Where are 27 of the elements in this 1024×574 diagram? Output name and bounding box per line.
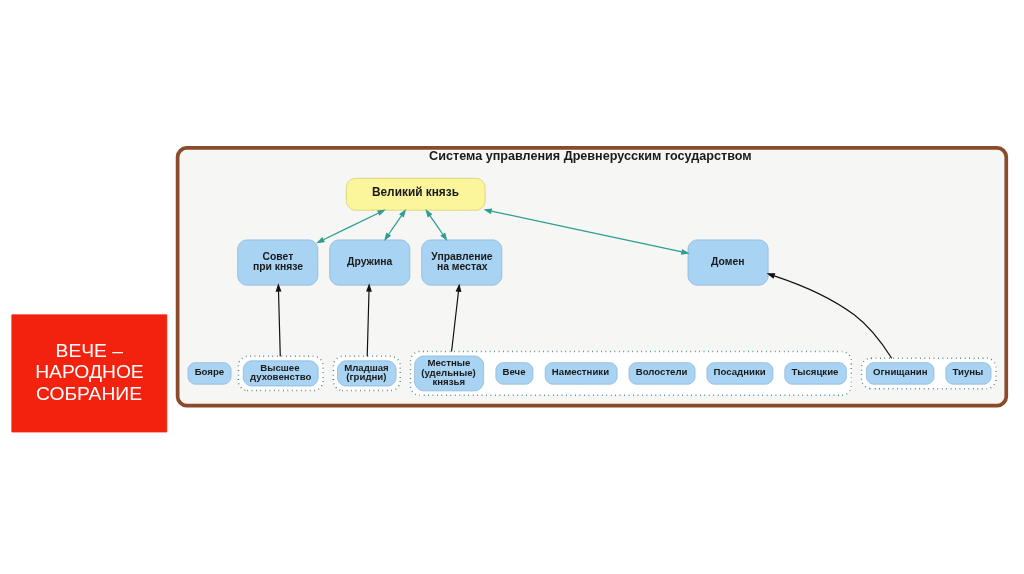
node-box: ВЕЧЕ – НАРОДНОЕ СОБРАНИЕ	[11, 314, 168, 433]
arrow	[766, 273, 893, 359]
node-box: Тиуны	[945, 362, 992, 385]
node-box: Вече	[495, 362, 534, 385]
cluster	[860, 357, 997, 390]
arrow	[450, 283, 462, 353]
node-box: Домен	[687, 239, 769, 286]
arrow	[366, 283, 372, 357]
node-box: Тысяцкие	[784, 362, 847, 385]
node-box: Бояре	[187, 362, 232, 385]
node-box: Великий князь	[346, 177, 486, 211]
arrow	[384, 208, 407, 242]
arrow	[275, 283, 282, 357]
node-box: Волостели	[628, 362, 696, 385]
node-box: Младшая (гридни)	[337, 360, 397, 387]
cluster	[409, 350, 852, 397]
arrow	[425, 208, 448, 242]
node-box: Посадники	[706, 362, 774, 385]
arrow	[316, 209, 386, 244]
arrow	[483, 208, 690, 255]
node-box: Огнищанин	[866, 362, 935, 385]
node-box: Местные (удельные) князья	[414, 355, 484, 392]
node-box: Управление на местах	[421, 239, 503, 286]
node-box: Высшее духовенство	[242, 360, 319, 387]
node-box: Наместники	[544, 362, 618, 385]
node-box: Дружина	[329, 239, 411, 286]
node-box: Совет при князе	[237, 239, 319, 286]
